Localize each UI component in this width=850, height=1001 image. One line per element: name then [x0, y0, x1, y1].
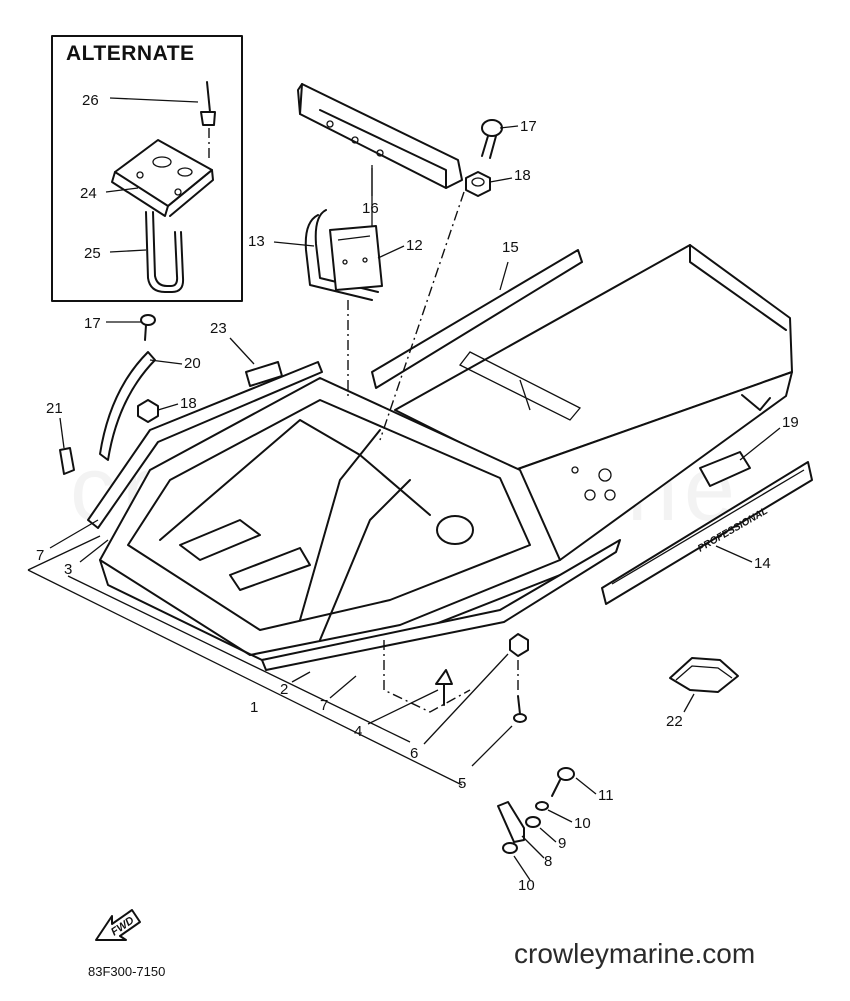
- part-2-right-rail: [261, 539, 621, 671]
- part-15-trim-strip: [371, 249, 583, 389]
- part-10-washer-b: [502, 842, 518, 854]
- callout-1: 1: [250, 699, 258, 716]
- alternate-title: ALTERNATE: [66, 42, 195, 65]
- part-17-bolt-lower: [140, 314, 156, 341]
- part-17-bolt-upper: [481, 119, 503, 159]
- callout-15: 15: [502, 239, 519, 256]
- part-11-bolt: [551, 767, 575, 797]
- part-13-grab-handle: [304, 209, 379, 301]
- callout-3: 3: [64, 561, 72, 578]
- part-26-bolt: [200, 81, 216, 160]
- part-23-pad: [245, 361, 283, 387]
- callout-20: 20: [184, 355, 201, 372]
- callout-18-lower: 18: [180, 395, 197, 412]
- drawing-code: 83F300-7150: [88, 964, 165, 979]
- callout-7-left: 7: [36, 547, 44, 564]
- part-18-nut-lower: [137, 399, 159, 423]
- callout-4: 4: [354, 723, 362, 740]
- callout-16: 16: [362, 200, 379, 217]
- callout-17-upper: 17: [520, 118, 537, 135]
- callout-13: 13: [248, 233, 265, 250]
- part-22-tag: [669, 657, 739, 693]
- callout-18-upper: 18: [514, 167, 531, 184]
- callout-2: 2: [280, 681, 288, 698]
- part-12-handle-pad: [329, 225, 383, 291]
- part-chassis-tunnel: [394, 244, 793, 561]
- part-1-main-frame: [99, 377, 561, 661]
- callout-26: 26: [82, 92, 99, 109]
- part-10-washer-a: [535, 801, 549, 811]
- callout-10-lower: 10: [518, 877, 535, 894]
- part-16-rear-panel: [297, 83, 463, 230]
- part-5-bolt: [513, 695, 527, 723]
- callout-6: 6: [410, 745, 418, 762]
- part-9-spacer: [525, 816, 541, 828]
- callout-5: 5: [458, 775, 466, 792]
- callout-8: 8: [544, 853, 552, 870]
- callout-25: 25: [84, 245, 101, 262]
- forward-arrow: FWD: [95, 909, 141, 941]
- alternate-box: ALTERNATE: [51, 35, 243, 302]
- callout-17-lower: 17: [84, 315, 101, 332]
- callout-24: 24: [80, 185, 97, 202]
- callout-11: 11: [598, 787, 614, 804]
- callout-12: 12: [406, 237, 423, 254]
- part-25-u-bolt: [145, 211, 185, 293]
- part-24-bracket: [111, 139, 214, 217]
- site-url: crowleymarine.com: [514, 938, 755, 969]
- callout-19: 19: [782, 414, 799, 431]
- part-21-clip: [59, 447, 75, 475]
- part-8-bracket: [497, 801, 525, 843]
- part-6-nut: [509, 633, 529, 657]
- callout-21: 21: [46, 400, 63, 417]
- callout-10-upper: 10: [574, 815, 591, 832]
- callout-22: 22: [666, 713, 683, 730]
- part-19-decal: [699, 451, 751, 487]
- callout-23: 23: [210, 320, 227, 337]
- part-18-nut-upper: [465, 171, 491, 197]
- callout-7-bottom: 7: [320, 697, 328, 714]
- part-4-rivet: [435, 669, 453, 706]
- alternate-frame: [51, 35, 243, 302]
- callout-14: 14: [754, 555, 771, 572]
- callout-9: 9: [558, 835, 566, 852]
- part-3-left-rail: [87, 361, 323, 529]
